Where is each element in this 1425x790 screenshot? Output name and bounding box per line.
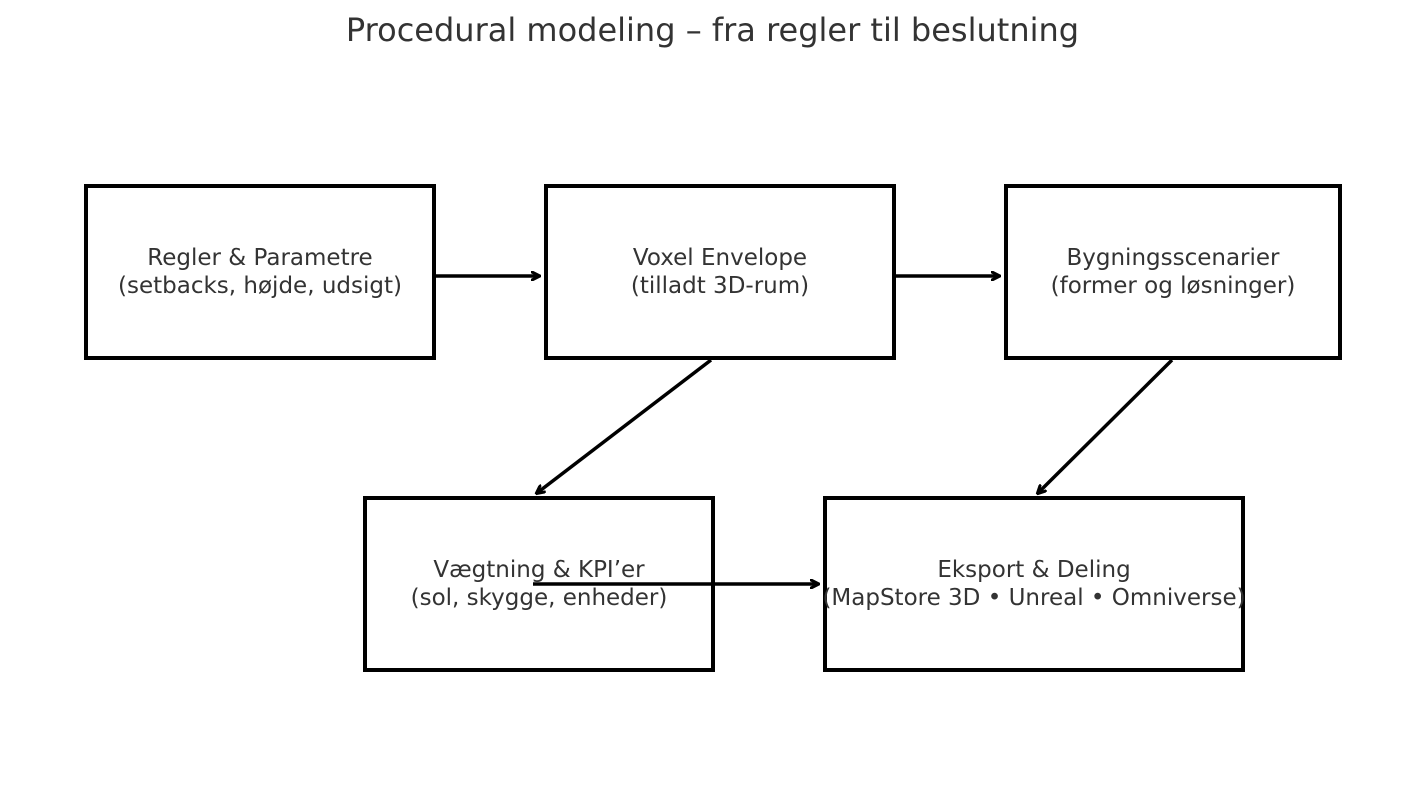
node-export-sharing: Eksport & Deling (MapStore 3D • Unreal •… xyxy=(822,496,1246,672)
node-rules-subtitle: (setbacks, højde, udsigt) xyxy=(118,273,402,299)
arrow-scenarios-to-export xyxy=(1038,358,1174,493)
node-voxel-subtitle: (tilladt 3D-rum) xyxy=(630,273,810,299)
node-building-scenarios: Bygningsscenarier (former og løsninger) xyxy=(1004,184,1342,360)
node-scenarios-subtitle: (former og løsninger) xyxy=(1050,273,1296,299)
node-weighting-kpis: Vægtning & KPI’er (sol, skygge, enheder) xyxy=(363,496,715,672)
node-voxel-envelope: Voxel Envelope (tilladt 3D-rum) xyxy=(544,184,896,360)
node-scenarios-title: Bygningsscenarier xyxy=(1066,245,1280,271)
diagram-title: Procedural modeling – fra regler til bes… xyxy=(345,11,1080,49)
node-export-subtitle: (MapStore 3D • Unreal • Omniverse) xyxy=(822,585,1246,611)
node-weighting-title: Vægtning & KPI’er xyxy=(433,557,645,583)
node-weighting-subtitle: (sol, skygge, enheder) xyxy=(410,585,668,611)
node-rules-parameters: Regler & Parametre (setbacks, højde, uds… xyxy=(84,184,436,360)
node-voxel-title: Voxel Envelope xyxy=(632,245,808,271)
arrow-voxel-to-weighting xyxy=(537,358,713,493)
node-export-title: Eksport & Deling xyxy=(937,557,1131,583)
node-rules-title: Regler & Parametre xyxy=(147,245,373,271)
